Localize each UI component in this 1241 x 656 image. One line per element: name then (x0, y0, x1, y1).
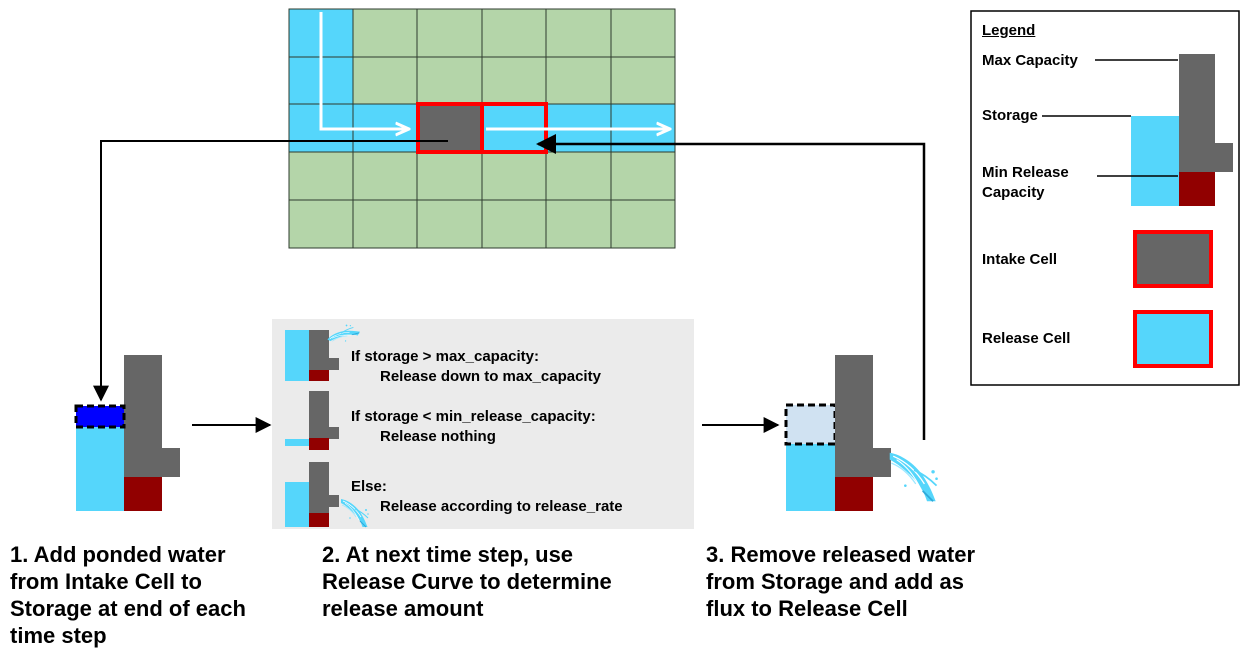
rule-action: Release according to release_rate (380, 498, 623, 515)
legend (970, 10, 1240, 386)
rule-action: Release nothing (380, 428, 496, 445)
case-below-min-icon (285, 391, 339, 450)
legend-max-capacity-label: Max Capacity (982, 52, 1078, 69)
step1-reservoir-icon (74, 355, 180, 511)
ponded-water (76, 406, 124, 427)
step-3-caption: 3. Remove released water from Storage an… (706, 542, 976, 621)
rule-above-max: If storage > max_capacity: Release down … (351, 347, 601, 387)
removed-water (786, 405, 835, 444)
case-above-max-icon (285, 318, 361, 381)
legend-release-label: Release Cell (982, 330, 1071, 347)
legend-min-release-label: Min Release Capacity (982, 164, 1069, 201)
step3-reservoir-icon (784, 355, 939, 511)
case-else-icon (285, 462, 370, 528)
release-curve-panel (272, 319, 694, 529)
step-2-caption: 2. At next time step, use Release Curve … (322, 542, 612, 621)
watershed-grid (288, 8, 676, 249)
rule-condition: If storage < min_release_capacity: (351, 408, 596, 425)
intake-cell-fill (419, 106, 482, 152)
flow-arrow-icon (319, 12, 409, 129)
rule-else: Else: Release according to release_rate (351, 477, 623, 517)
legend-storage-swatch (1131, 116, 1179, 206)
rule-action: Release down to max_capacity (380, 368, 601, 385)
intake-to-storage-arrow (93, 140, 448, 402)
legend-title: Legend (982, 22, 1036, 39)
step-1-caption: 1. Add ponded water from Intake Cell to … (10, 542, 246, 648)
rule-condition: If storage > max_capacity: (351, 348, 540, 365)
rule-condition: Else: (351, 478, 387, 495)
water-splash-icon (888, 451, 939, 503)
legend-intake-label: Intake Cell (982, 251, 1058, 268)
rule-below-min: If storage < min_release_capacity: Relea… (351, 407, 596, 447)
legend-min-release-swatch (1179, 172, 1215, 206)
legend-release-swatch (1133, 310, 1213, 368)
release-to-cell-arrow (536, 134, 926, 440)
legend-intake-swatch (1133, 230, 1213, 288)
legend-storage-label: Storage (982, 107, 1038, 124)
